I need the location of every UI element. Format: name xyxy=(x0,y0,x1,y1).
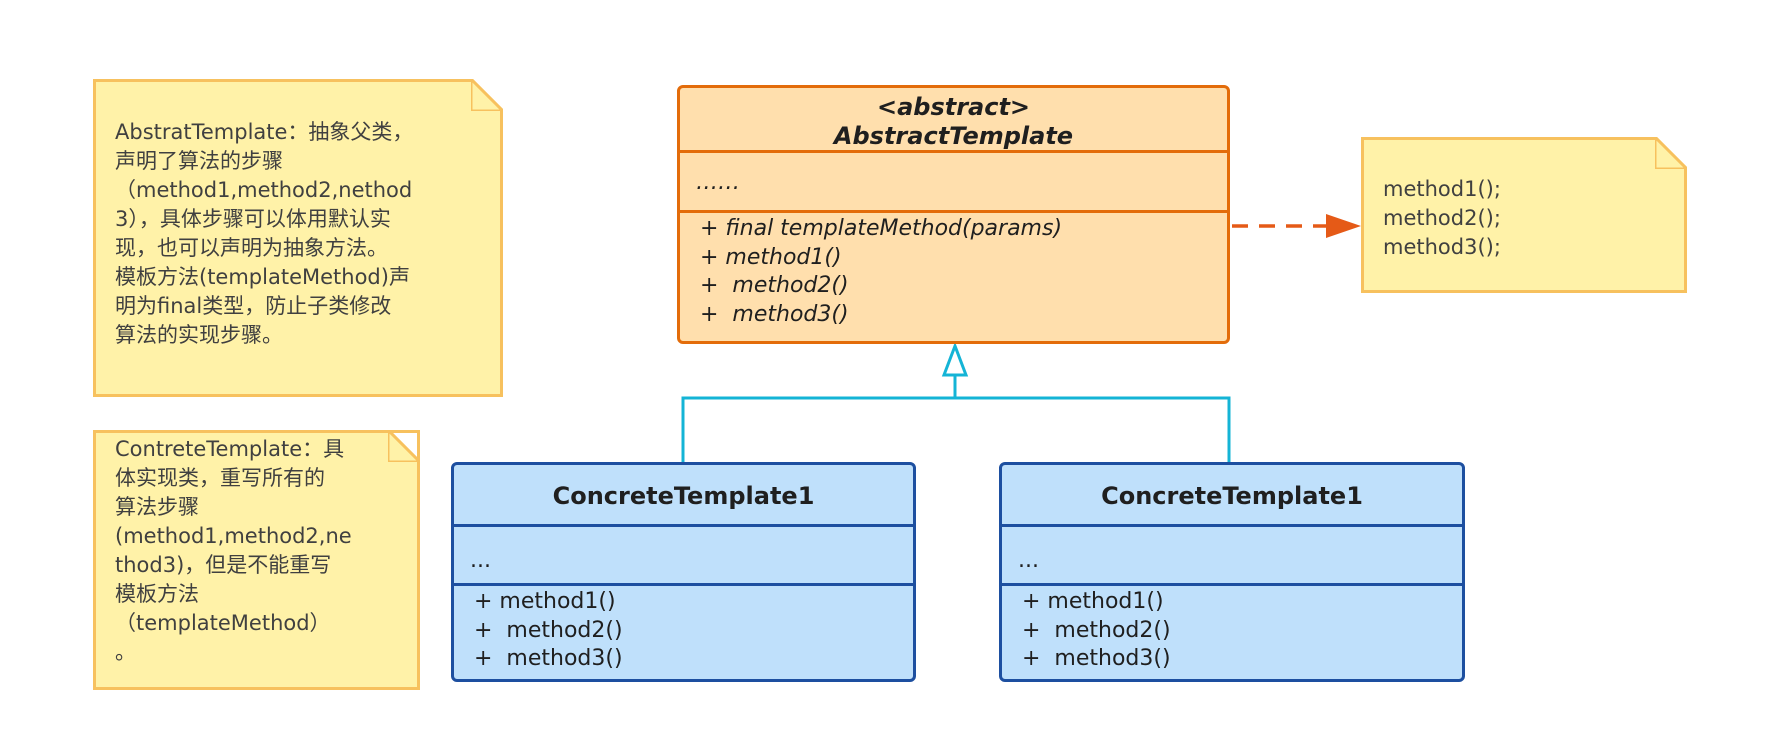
note-calls-text: method1(); method2(); method3(); xyxy=(1383,177,1501,259)
class-name: ConcreteTemplate1 xyxy=(1101,482,1363,510)
methods-section: + method1() + method2() + method3() xyxy=(1002,586,1462,674)
inheritance-line-left xyxy=(681,396,955,462)
method-1: + method1() xyxy=(1022,589,1164,614)
concrete-template-class-right[interactable]: ConcreteTemplate1 ... + method1() + meth… xyxy=(999,462,1465,682)
method-1: + method1() xyxy=(474,589,616,614)
note-abstract-template: AbstratTemplate：抽象父类， 声明了算法的步骤 （method1,… xyxy=(93,79,503,397)
note-abstract-text: AbstratTemplate：抽象父类， 声明了算法的步骤 （method1,… xyxy=(115,120,414,347)
method-template: + final templateMethod(params) xyxy=(700,216,1063,241)
method-3: + method3() xyxy=(474,646,623,671)
class-name-section: <abstract> AbstractTemplate xyxy=(680,88,1227,153)
concrete-template-class-left[interactable]: ConcreteTemplate1 ... + method1() + meth… xyxy=(451,462,916,682)
attributes-section: ... xyxy=(1002,527,1462,586)
methods-section: + final templateMethod(params) + method1… xyxy=(680,213,1227,329)
inheritance-arrowhead-icon xyxy=(941,341,969,377)
method-3: + method3() xyxy=(700,301,849,327)
attributes-section: …… xyxy=(680,153,1227,213)
attributes-text: …… xyxy=(696,170,740,195)
note-template-method-calls: method1(); method2(); method3(); xyxy=(1361,137,1687,293)
note-fold-icon xyxy=(1655,137,1687,169)
attributes-section: ... xyxy=(454,527,913,586)
class-name-section: ConcreteTemplate1 xyxy=(454,465,913,527)
note-fold-icon xyxy=(388,433,417,462)
method-2: + method2() xyxy=(700,273,849,298)
inheritance-connector xyxy=(681,341,1231,462)
dependency-arrowhead-icon xyxy=(1326,214,1361,238)
class-name: AbstractTemplate xyxy=(833,122,1074,150)
note-concrete-text: ContreteTemplate：具 体实现类，重写所有的 算法步骤 (meth… xyxy=(115,437,352,664)
note-concrete-template: ContreteTemplate：具 体实现类，重写所有的 算法步骤 (meth… xyxy=(93,430,420,690)
method-3: + method3() xyxy=(1022,646,1171,671)
method-2: + method2() xyxy=(1022,617,1171,643)
inheritance-line-right xyxy=(955,396,1231,462)
class-name-section: ConcreteTemplate1 xyxy=(1002,465,1462,527)
method-1: + method1() xyxy=(700,244,842,270)
methods-section: + method1() + method2() + method3() xyxy=(454,586,913,674)
method-2: + method2() xyxy=(474,617,623,643)
class-stereotype: <abstract> xyxy=(876,93,1031,121)
note-fold-icon xyxy=(471,79,503,111)
attributes-text: ... xyxy=(1018,548,1039,573)
class-name: ConcreteTemplate1 xyxy=(552,482,815,510)
abstract-template-class[interactable]: <abstract> AbstractTemplate …… + final t… xyxy=(677,85,1230,344)
attributes-text: ... xyxy=(470,548,491,573)
